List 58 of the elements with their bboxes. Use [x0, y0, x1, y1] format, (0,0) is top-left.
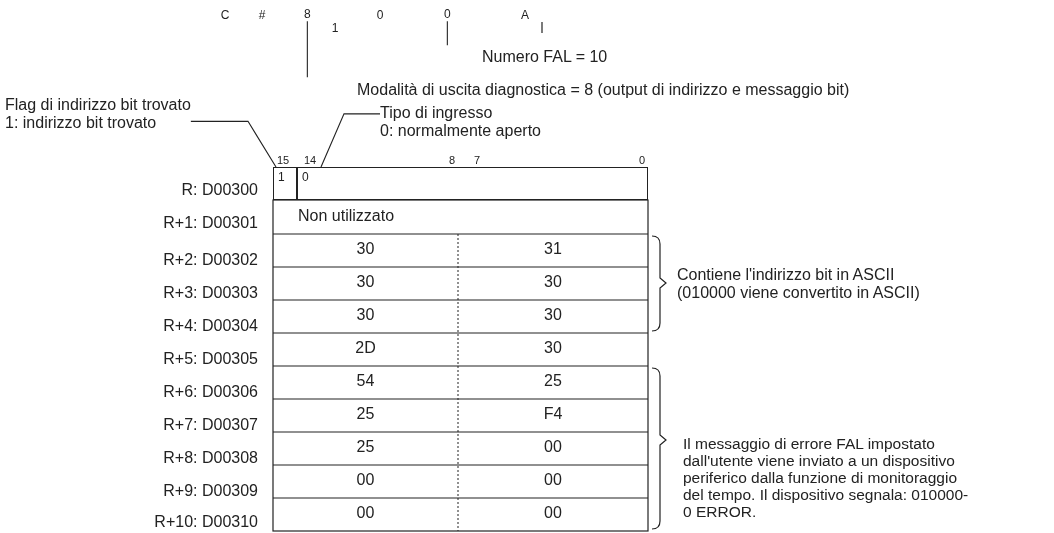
table-value: 00 — [356, 503, 375, 522]
brace-annotation: Contiene l'indirizzo bit in ASCII (010000 viene convertito in ASCII) — [677, 266, 921, 302]
instruction-character: 8 — [304, 8, 311, 22]
table-value: F4 — [543, 404, 563, 423]
bit-number: 14 — [303, 153, 317, 167]
annotation-text: Tipo di ingresso — [380, 104, 494, 122]
register-address: R+4: D00304 — [163, 316, 258, 335]
leader-line — [190, 120, 277, 168]
table-value: 25 — [544, 371, 562, 390]
register-address: R+5: D00305 — [163, 349, 258, 368]
annotation-text: 0: normalmente aperto — [380, 121, 541, 140]
table-value: 25 — [356, 437, 375, 456]
table-value: 2D — [355, 338, 376, 357]
instruction-character: A — [521, 9, 529, 23]
bit-number: 15 — [276, 153, 290, 167]
table-value: 00 — [356, 470, 375, 489]
register-address: R+9: D00309 — [163, 481, 258, 500]
instruction-character: 0 — [444, 8, 451, 22]
leader-line — [446, 20, 448, 46]
register-address: R+6: D00306 — [163, 382, 258, 401]
annotation-text: 1: indirizzo bit trovato — [5, 113, 158, 132]
instruction-character: 0 — [376, 9, 384, 23]
instruction-character: # — [258, 9, 266, 23]
table-value: 54 — [356, 371, 375, 390]
instruction-character: 1 — [331, 22, 339, 36]
instruction-character: C — [220, 9, 230, 23]
table-value: 30 — [544, 272, 562, 291]
table-value: 31 — [544, 239, 562, 258]
bit-number: 7 — [473, 153, 481, 167]
table-value: 30 — [544, 305, 562, 324]
leader-line — [306, 20, 308, 78]
annotation-text: Numero FAL = 10 — [482, 48, 608, 66]
table-value: 00 — [544, 437, 562, 456]
register-address: R: D00300 — [181, 181, 258, 199]
table-value: 25 — [356, 404, 375, 423]
table-value: 30 — [356, 272, 375, 291]
bit-number: 8 — [448, 153, 456, 167]
bit-value: 1 — [278, 171, 286, 185]
register-address: R+2: D00302 — [163, 250, 258, 269]
brace-annotation: Il messaggio di errore FAL impostato dall'utente viene inviato a un dispositivo periferico dalla funzione di monitoraggio del tempo. Il dispositivo segnala: 010000-0 ERROR. — [683, 435, 970, 521]
table-value: 00 — [544, 503, 562, 522]
annotation-text: Flag di indirizzo bit trovato — [5, 96, 191, 114]
register-address: R+1: D00301 — [163, 214, 258, 232]
table-text: Non utilizzato — [298, 207, 395, 225]
bit-cell — [273, 167, 297, 200]
bit-cell — [297, 167, 648, 200]
table-value: 30 — [356, 305, 375, 324]
table-value: 00 — [544, 470, 562, 489]
table-value: 30 — [544, 338, 562, 357]
bit-number: 0 — [638, 153, 646, 167]
bit-value: 0 — [302, 171, 310, 185]
leader-line — [320, 113, 381, 168]
register-address: R+3: D00303 — [163, 283, 258, 302]
table-value: 30 — [356, 239, 375, 258]
register-address: R+8: D00308 — [163, 448, 258, 467]
register-address: R+10: D00310 — [154, 513, 258, 531]
annotation-text: Modalità di uscita diagnostica = 8 (output di indirizzo e messaggio bit) — [357, 81, 850, 99]
register-address: R+7: D00307 — [163, 415, 258, 434]
